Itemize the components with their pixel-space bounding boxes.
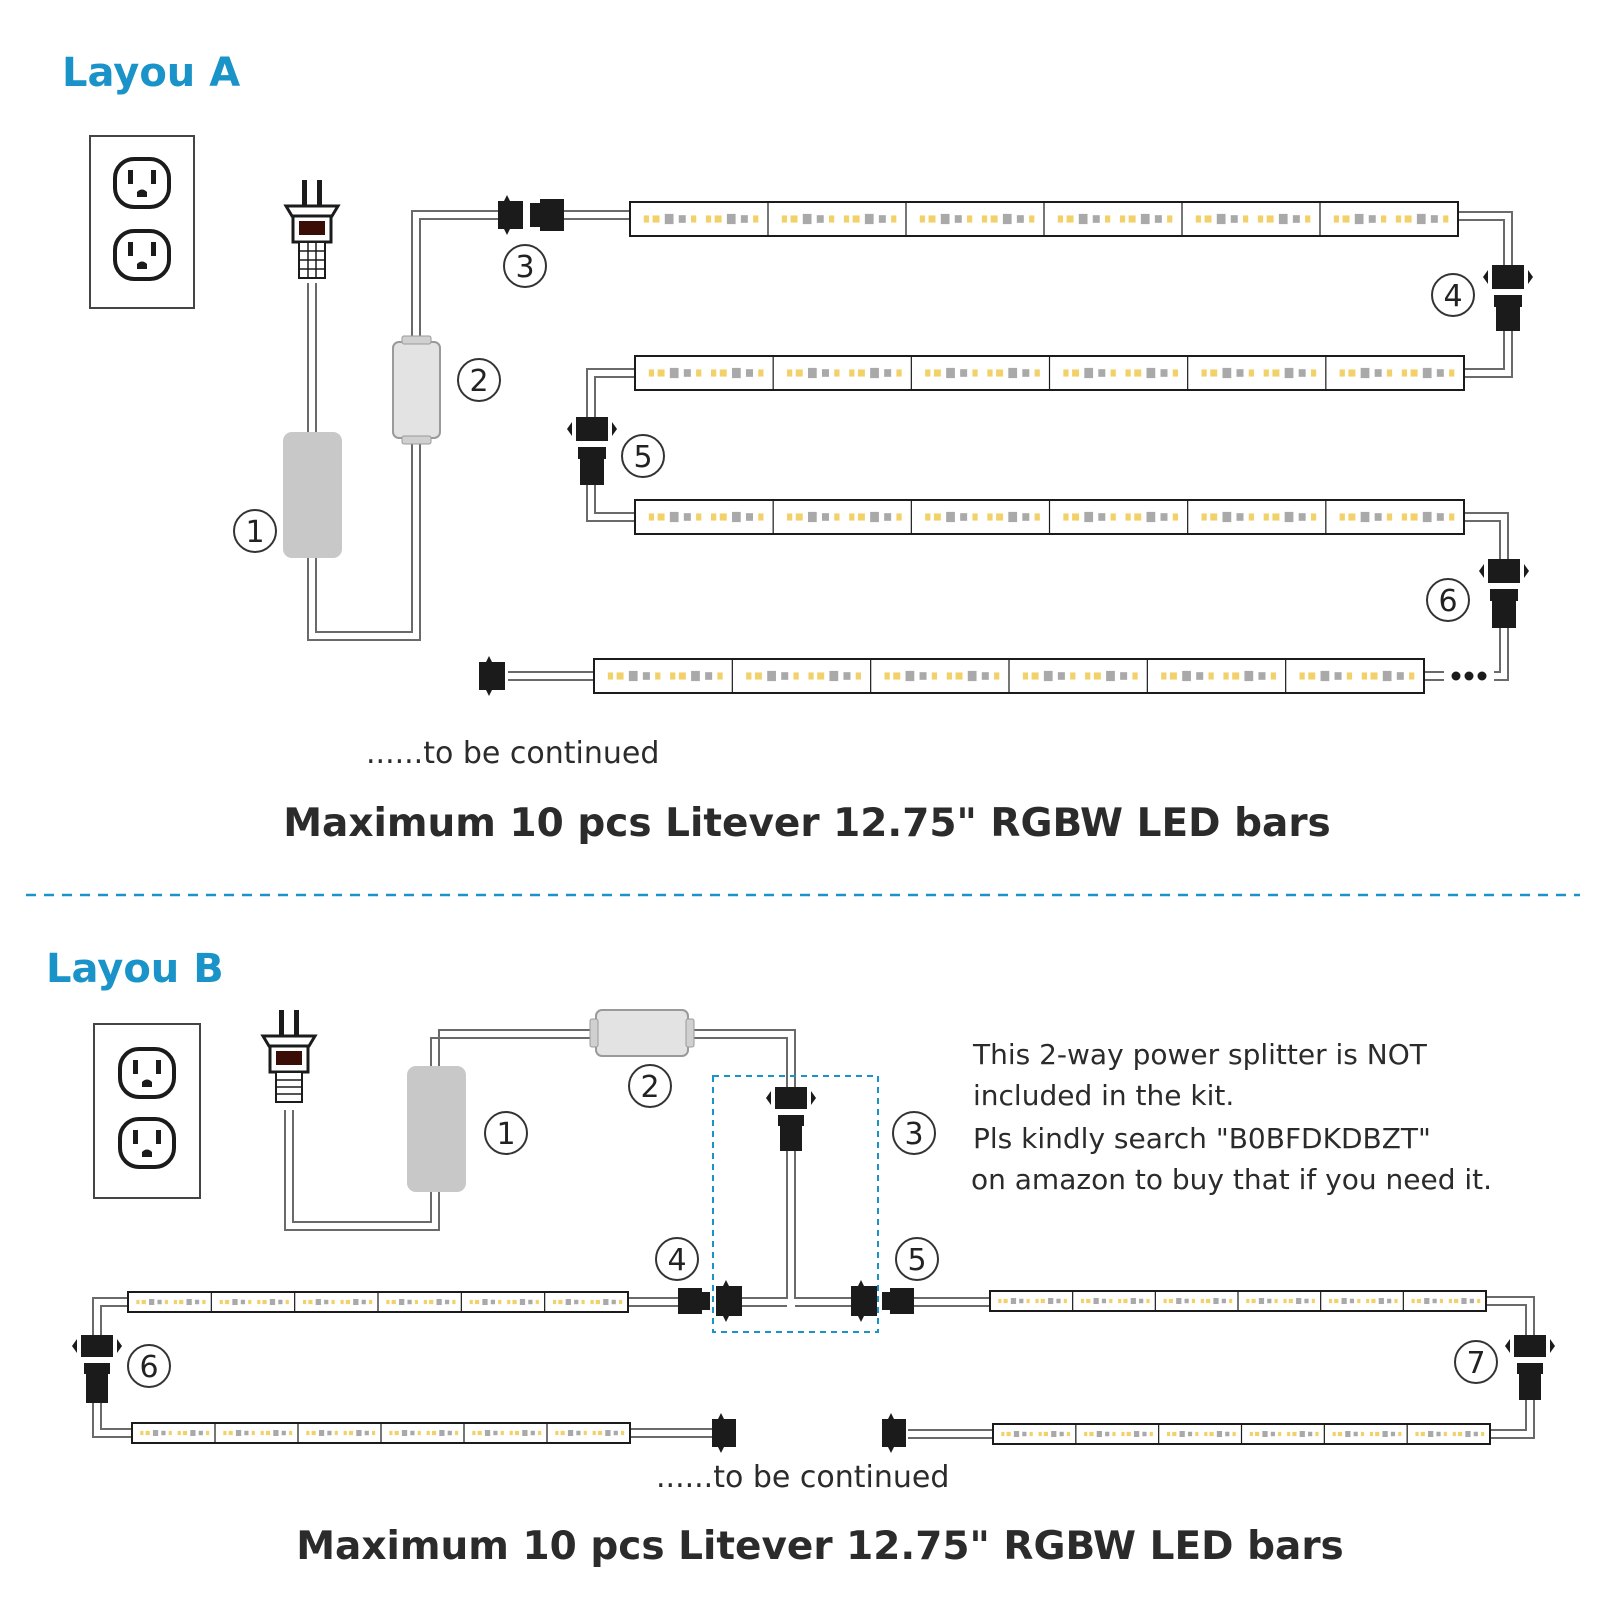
layout-a-continued: ......to be continued — [366, 736, 659, 771]
connector-icon — [712, 1413, 736, 1453]
connector-icon — [851, 1280, 914, 1322]
layout-a-led-bars — [593, 201, 1465, 694]
label-4: 4 — [667, 1243, 686, 1278]
label-5: 5 — [633, 440, 652, 475]
power-plug-icon — [260, 1010, 318, 1103]
power-plug-icon — [283, 180, 341, 279]
led-bar-icon — [634, 499, 1465, 535]
label-1: 1 — [496, 1117, 515, 1152]
layout-a-wires — [307, 210, 1513, 681]
label-2: 2 — [469, 364, 488, 399]
layout-b-caption: Maximum 10 pcs Litever 12.75" RGBW LED b… — [296, 1524, 1344, 1569]
label-1: 1 — [245, 515, 264, 550]
label-2: 2 — [640, 1070, 659, 1105]
connector-icon — [72, 1335, 122, 1403]
note-line-1: This 2-way power splitter is NOT — [972, 1038, 1428, 1071]
connector-icon — [1505, 1335, 1555, 1400]
label-6: 6 — [1438, 584, 1457, 619]
note-line-3: Pls kindly search "B0BFDKDBZT" — [973, 1122, 1431, 1155]
layout-a-title: Layou A — [62, 50, 240, 96]
label-3: 3 — [904, 1117, 923, 1152]
controller-icon — [392, 335, 441, 445]
connector-icon — [498, 195, 564, 235]
led-bar-icon — [127, 1291, 629, 1313]
label-5: 5 — [907, 1243, 926, 1278]
splitter-note: This 2-way power splitter is NOT include… — [971, 1038, 1492, 1196]
note-line-4: on amazon to buy that if you need it. — [971, 1163, 1492, 1196]
layout-b-title: Layou B — [46, 946, 224, 992]
led-bar-icon — [131, 1422, 631, 1444]
wall-outlet-icon — [89, 135, 195, 309]
splitter-icon — [712, 1075, 879, 1333]
power-adapter-icon — [407, 1066, 466, 1192]
note-line-2: included in the kit. — [973, 1079, 1234, 1112]
led-bar-icon — [634, 355, 1465, 391]
connector-icon — [479, 656, 505, 696]
led-bar-icon — [989, 1290, 1487, 1312]
controller-icon — [589, 1009, 695, 1057]
layout-a-labels: 1 2 3 4 5 6 — [233, 244, 1475, 622]
led-bar-icon — [629, 201, 1459, 237]
label-7: 7 — [1466, 1346, 1485, 1381]
label-3: 3 — [515, 250, 534, 285]
layout-a-caption: Maximum 10 pcs Litever 12.75" RGBW LED b… — [283, 801, 1331, 846]
continuation-dots — [1451, 671, 1487, 681]
layout-b-wires — [92, 1029, 1535, 1439]
led-bar-icon — [593, 658, 1425, 694]
connector-icon — [1479, 559, 1529, 628]
label-6: 6 — [139, 1350, 158, 1385]
led-bar-icon — [992, 1423, 1491, 1445]
connector-icon — [567, 417, 617, 485]
label-4: 4 — [1443, 279, 1462, 314]
layout-b-continued: ......to be continued — [656, 1460, 949, 1495]
power-adapter-icon — [283, 432, 342, 558]
layout-b-labels: 1 2 3 4 5 6 7 — [127, 1064, 1498, 1388]
connector-icon — [1483, 265, 1533, 331]
layout-b-led-bars — [127, 1290, 1491, 1445]
connector-icon — [678, 1280, 742, 1322]
connector-icon — [766, 1087, 816, 1151]
connector-icon — [882, 1413, 906, 1453]
wall-outlet-icon — [93, 1023, 201, 1199]
